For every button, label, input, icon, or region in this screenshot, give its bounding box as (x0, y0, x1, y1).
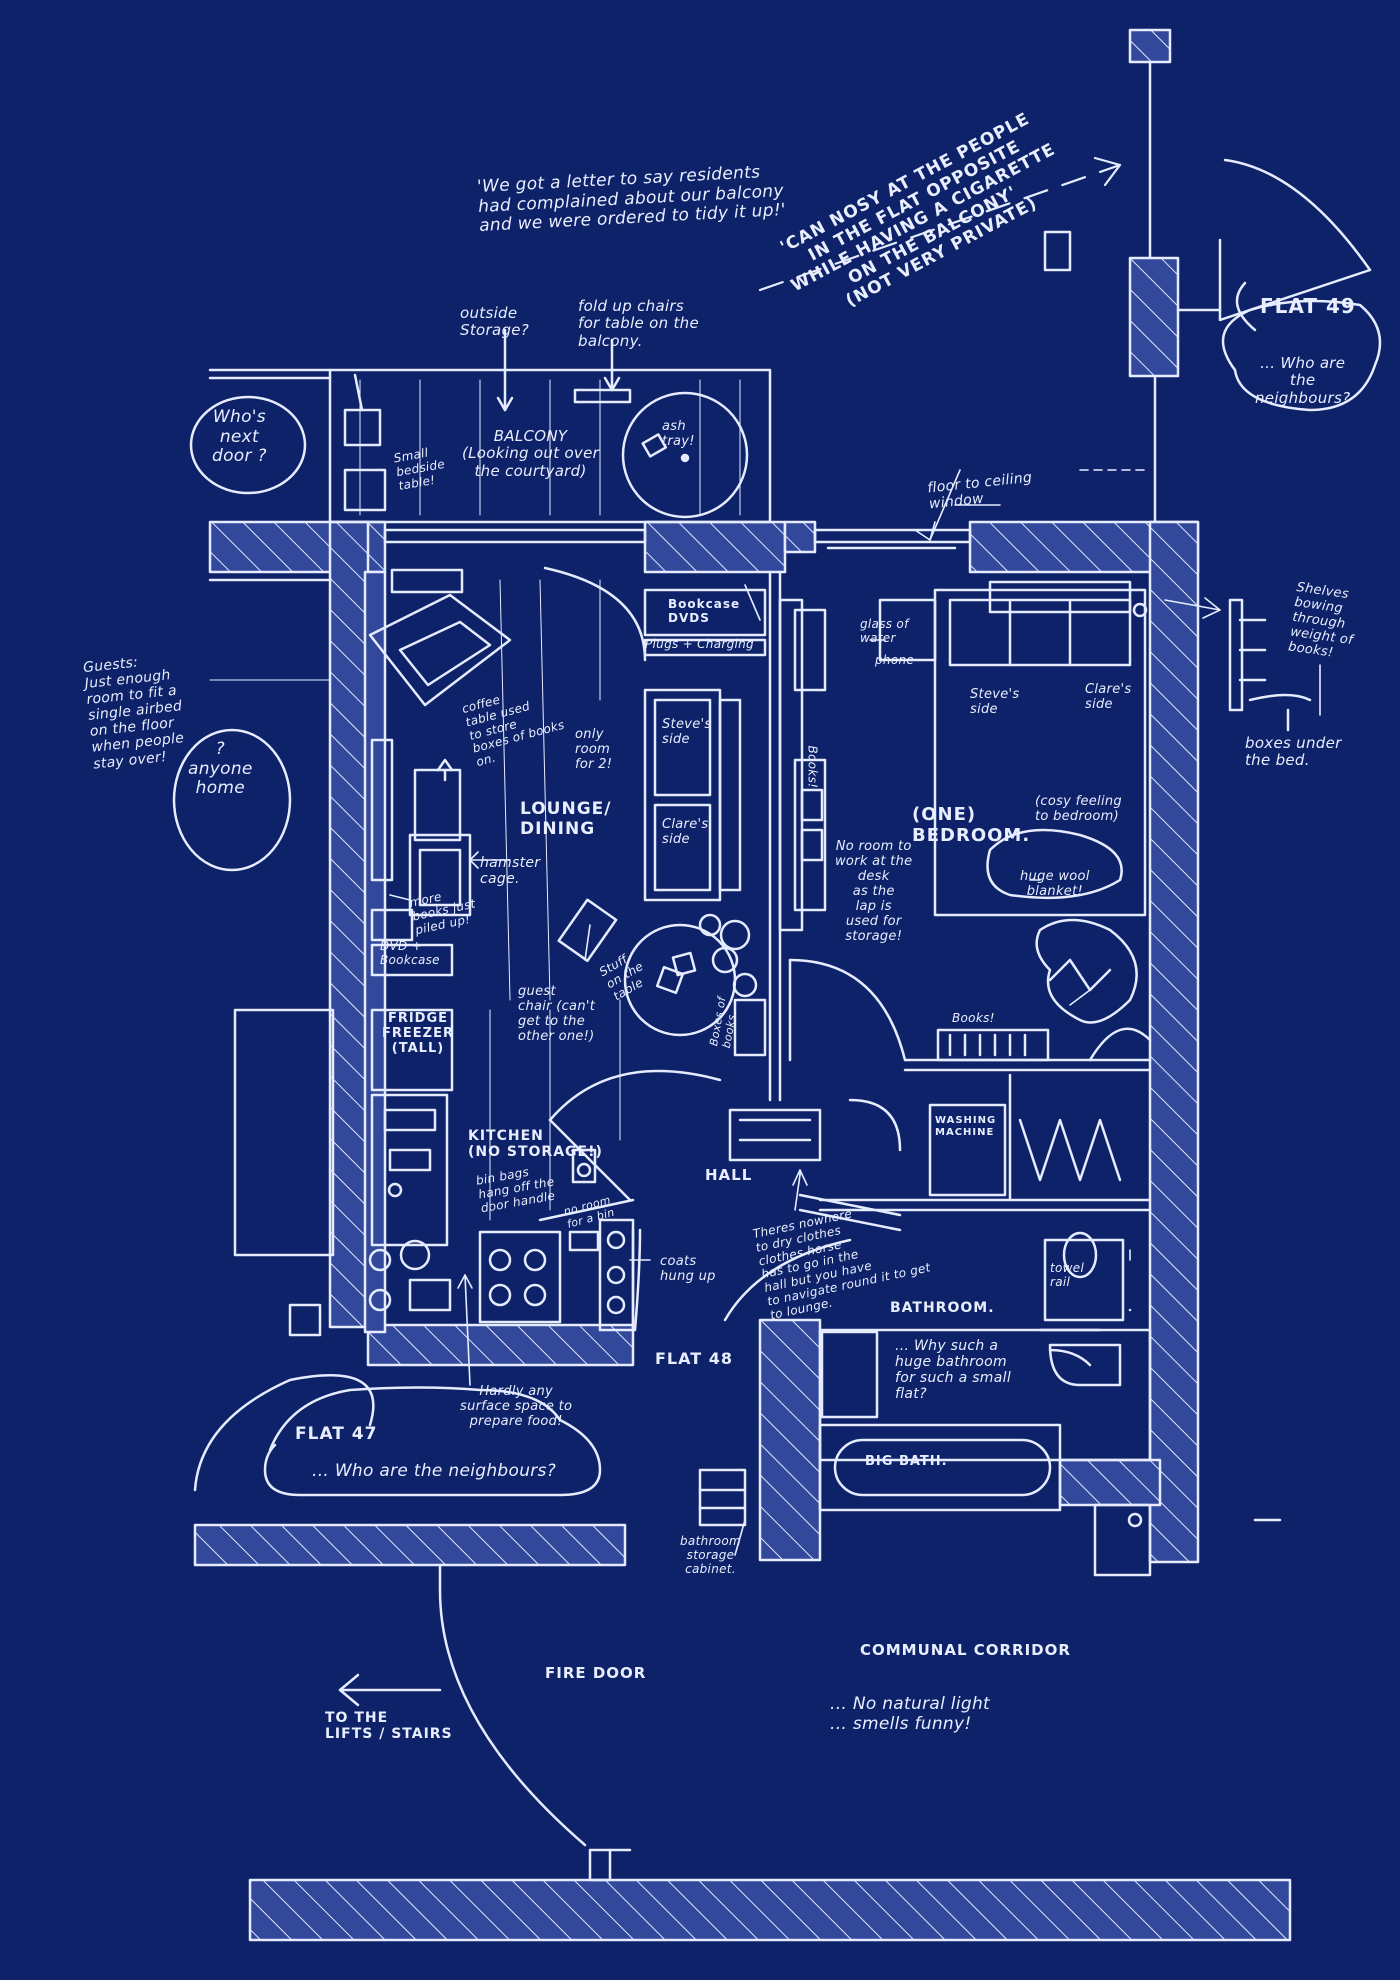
label-flat-48: FLAT 48 (655, 1349, 734, 1368)
note-cosy: (cosy feeling to bedroom) (1035, 794, 1122, 824)
label-books-hall: Books! (952, 1011, 995, 1025)
note-wool-blanket: huge wool blanket! (1020, 869, 1090, 899)
hatched-walls (193, 28, 1292, 1942)
hall-fixtures (633, 1098, 1122, 1332)
note-bedside-table: Small bedside table! (392, 445, 446, 493)
note-anyone-home: ? anyone home (188, 739, 253, 799)
balcony (208, 328, 772, 524)
note-no-natural-light: ... No natural light ... smells funny! (830, 1694, 990, 1734)
label-lifts-stairs: TO THE LIFTS / STAIRS (325, 1710, 453, 1743)
label-steves-side-bed: Steve's side (970, 687, 1020, 717)
lounge-furniture (368, 566, 767, 1221)
note-towel-rail: towel rail (1050, 1261, 1085, 1289)
note-flat49-neighbours: ... Who are the neighbours? (1255, 354, 1351, 407)
note-shelves-bowing: Shelves bowing through weight of books! (1287, 579, 1354, 661)
room-label-balcony: BALCONY (Looking out over the courtyard) (462, 427, 600, 480)
interior-walls (363, 570, 1152, 1334)
note-no-room-work: No room to work at the desk as the lap i… (835, 839, 913, 944)
note-surface-space: Hardly any surface space to prepare food… (460, 1384, 573, 1429)
note-boxes-under-bed: boxes under the bed. (1245, 734, 1342, 770)
neighbour-walls (208, 578, 335, 1337)
note-ash-tray: ash tray! (662, 419, 695, 449)
note-whos-next-door: Who's next door ? (212, 407, 267, 467)
room-label-bathroom: BATHROOM. (890, 1300, 995, 1316)
label-dvd-bookcase: DVD + Bookcase (380, 939, 440, 967)
label-books-desk: Books! (805, 745, 820, 789)
note-plugs: Plugs + Charging (645, 637, 754, 651)
label-flat-49: FLAT 49 (1260, 294, 1356, 318)
note-outside-storage: outside Storage? (460, 304, 530, 340)
bathroom-fixtures (698, 1231, 1152, 1577)
note-huge-bathroom: ... Why such a huge bathroom for such a … (895, 1338, 1012, 1403)
label-clares-side-sofa: Clare's side (662, 817, 709, 847)
room-label-lounge: LOUNGE/ DINING (520, 799, 612, 839)
flat49-walls (1148, 60, 1372, 522)
sightline-dashed (758, 156, 1122, 292)
leader-lines (389, 469, 1321, 1556)
label-clares-side-bed: Clare's side (1085, 682, 1132, 712)
label-flat-47: FLAT 47 (295, 1424, 378, 1444)
note-glass-water: glass of water (860, 617, 909, 645)
windows (383, 528, 972, 550)
note-guest-chair: guest chair (can't get to the other one!… (518, 984, 596, 1044)
note-phone: phone (875, 653, 915, 667)
room-label-hall: HALL (705, 1166, 753, 1184)
corridor (338, 1518, 1282, 1882)
bedroom-furniture (778, 230, 1312, 1367)
label-steves-side-sofa: Steve's side (662, 717, 712, 747)
note-guests: Guests: Just enough room to fit a single… (82, 654, 185, 773)
label-fire-door: FIRE DOOR (545, 1664, 647, 1682)
note-flat47-neighbours: ... Who are the neighbours? (312, 1461, 557, 1481)
label-big-bath: BIG BATH. (865, 1454, 948, 1469)
speech-bubbles (172, 281, 1382, 1497)
room-label-kitchen: KITCHEN (NO STORAGE!) (468, 1128, 603, 1161)
note-only-room: only room for 2! (575, 727, 613, 772)
label-washing-machine: WASHING MACHINE (935, 1115, 997, 1138)
label-bookcase-dvds: Bookcase DVDS (668, 597, 741, 625)
note-hamster-cage: hamster cage. (480, 855, 541, 888)
note-coats: coats hung up (660, 1254, 716, 1284)
room-label-bedroom: (ONE) BEDROOM. (912, 804, 1031, 846)
note-fold-up-chairs: fold up chairs for table on the balcony. (578, 297, 700, 350)
kitchen-fixtures (368, 1093, 635, 1332)
label-fridge-freezer: FRIDGE FREEZER (TALL) (382, 1011, 454, 1056)
label-communal-corridor: COMMUNAL CORRIDOR (860, 1641, 1071, 1659)
note-bathroom-storage: bathroom storage cabinet. (680, 1534, 741, 1576)
